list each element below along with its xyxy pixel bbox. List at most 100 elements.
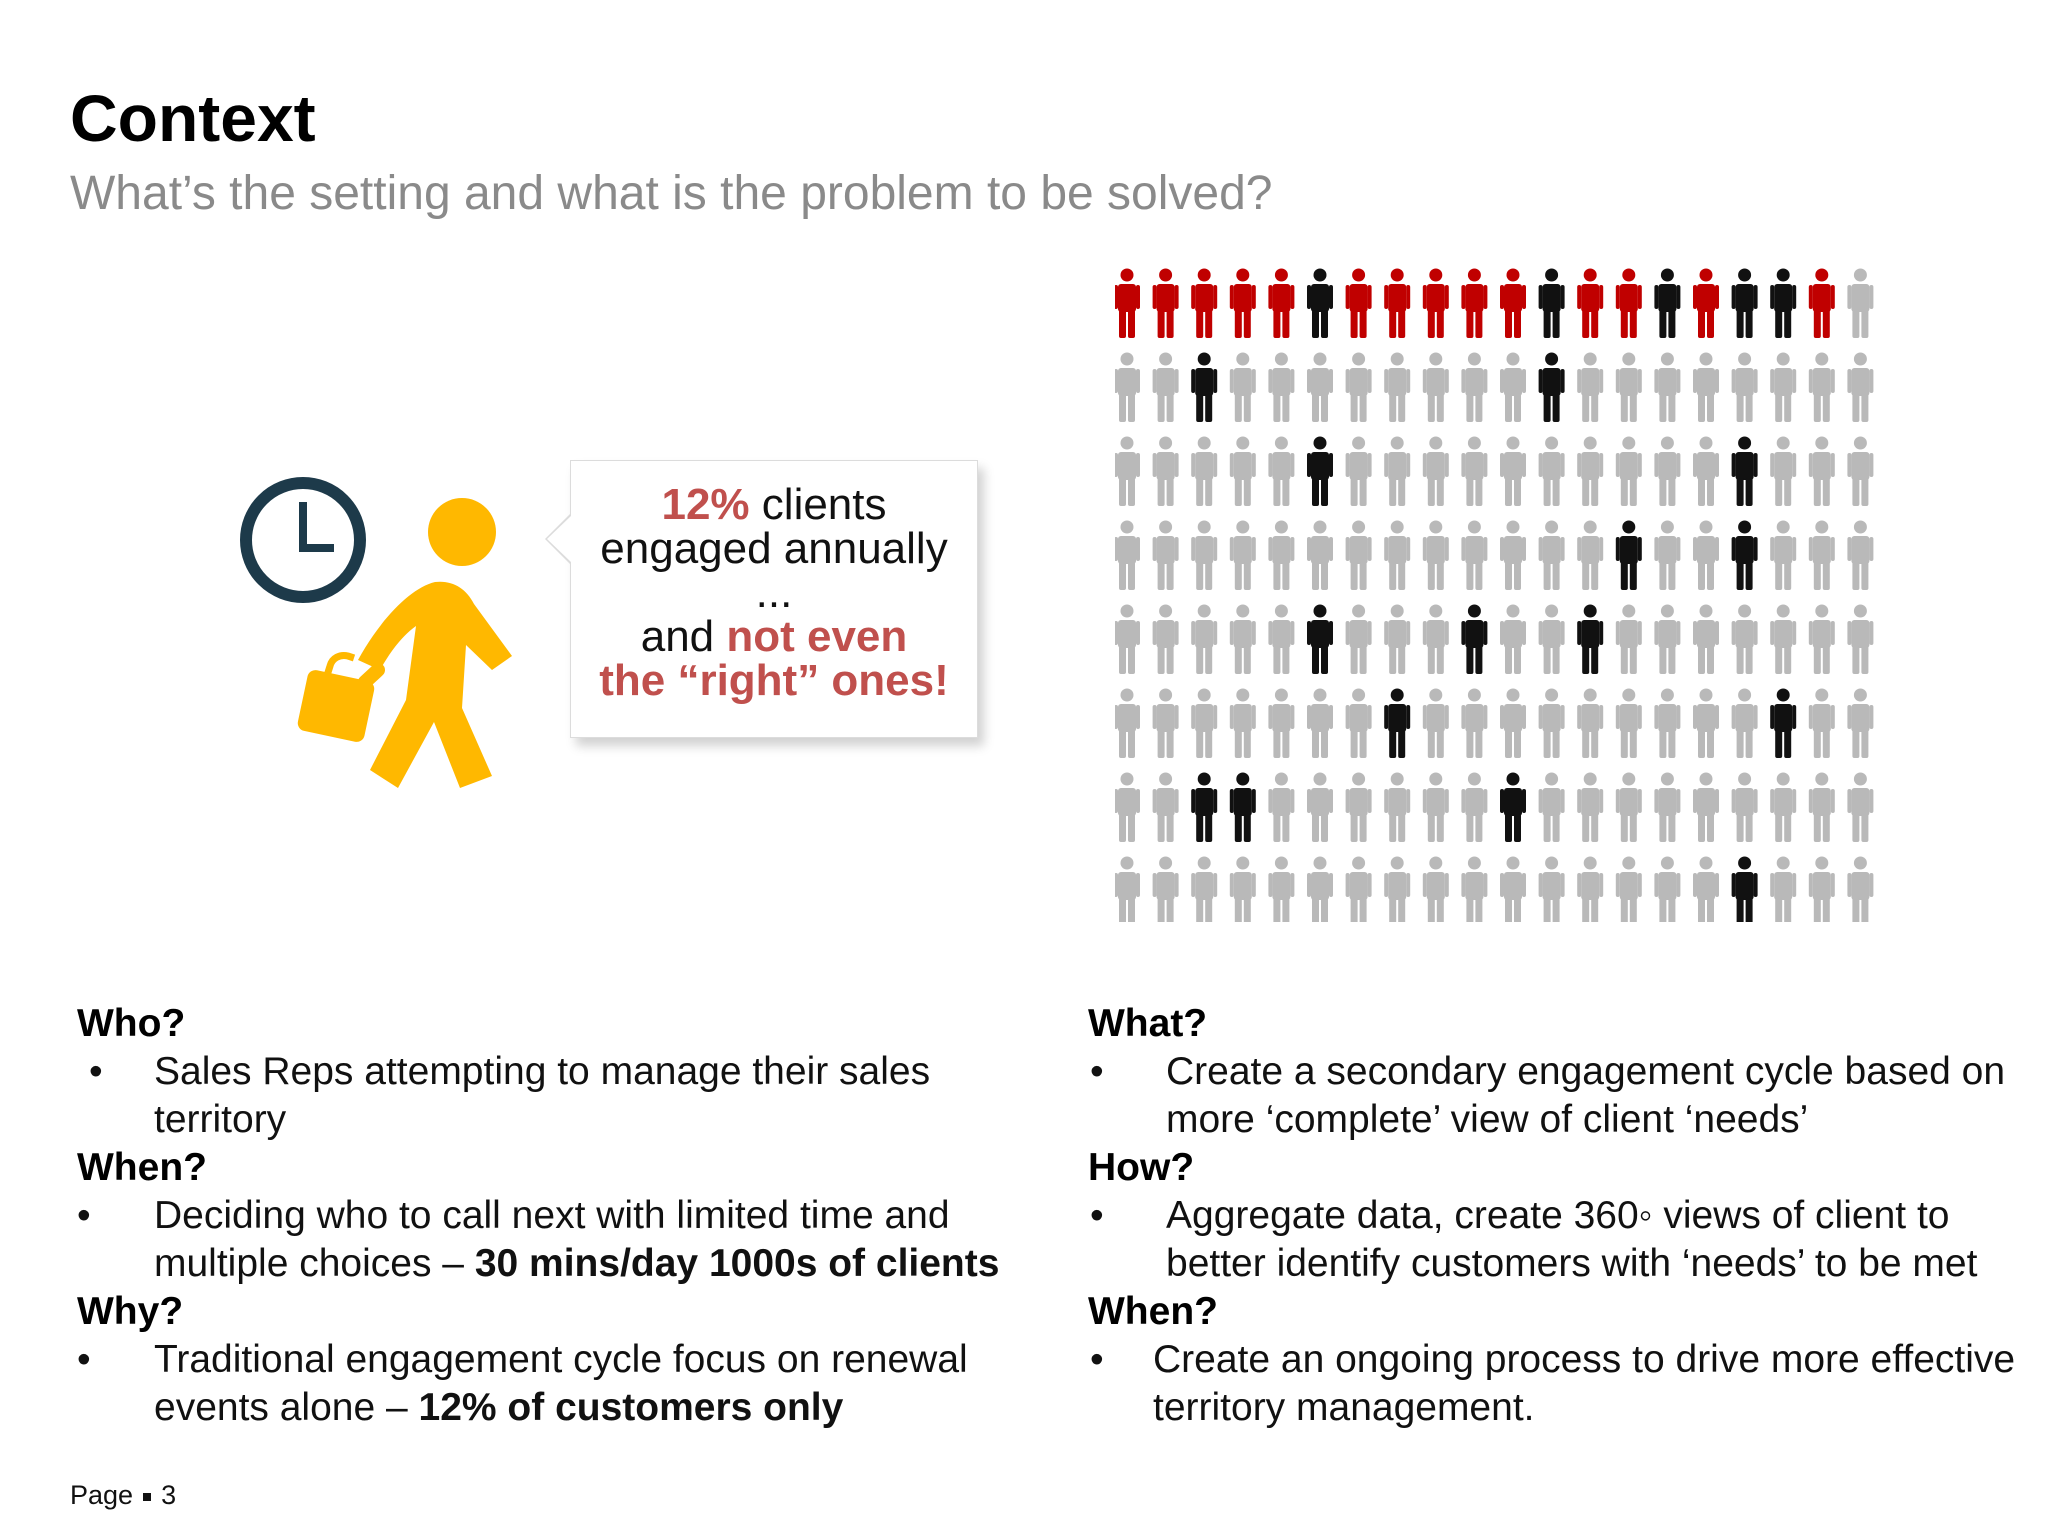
person-figure-icon — [1693, 856, 1719, 922]
person-figure-icon — [1770, 688, 1797, 758]
person-figure-icon — [1345, 352, 1372, 422]
person-figure-icon — [1268, 268, 1295, 338]
callout-percentage: 12% — [661, 480, 750, 529]
person-figure-icon — [1115, 688, 1140, 758]
person-figure-icon — [1229, 688, 1256, 758]
person-figure-icon — [1500, 520, 1526, 590]
page-label: Page — [70, 1480, 134, 1510]
why-text-block: Traditional engagement cycle focus on re… — [154, 1336, 1037, 1432]
person-figure-icon — [1345, 688, 1372, 758]
person-figure-icon — [1268, 772, 1295, 842]
when-right-text: Create an ongoing process to drive more … — [1153, 1338, 2016, 1429]
person-figure-icon — [1307, 604, 1333, 674]
person-figure-icon — [1461, 520, 1488, 590]
when-bullet-item: • Deciding who to call next with limited… — [77, 1192, 1037, 1288]
bullet-icon: • — [1090, 1194, 1104, 1237]
person-figure-icon — [1577, 268, 1604, 338]
person-figure-icon — [1731, 268, 1758, 338]
bullet-icon: • — [1090, 1050, 1104, 1093]
callout-line-3: ... — [755, 568, 793, 617]
person-figure-icon — [1384, 856, 1411, 922]
what-bullet-item: • Create a secondary engagement cycle ba… — [1088, 1048, 2028, 1144]
person-figure-icon — [1847, 772, 1874, 842]
person-figure-icon — [1115, 268, 1140, 338]
person-figure-icon — [1345, 772, 1372, 842]
person-figure-icon — [1422, 352, 1449, 422]
person-figure-icon — [1615, 352, 1642, 422]
when-right-heading: When? — [1088, 1290, 1218, 1333]
person-figure-icon — [1229, 520, 1256, 590]
callout-line-1: 12% clients — [571, 483, 977, 527]
person-figure-icon — [1538, 772, 1565, 842]
person-figure-icon — [1808, 604, 1835, 674]
person-figure-icon — [1152, 688, 1179, 758]
why-bullet-item: • Traditional engagement cycle focus on … — [77, 1336, 1037, 1432]
walking-salesperson-illustration — [240, 477, 512, 788]
person-figure-icon — [1268, 436, 1295, 506]
left-column: Who? • Sales Reps attempting to manage t… — [77, 1000, 1037, 1432]
person-figure-icon — [1422, 856, 1449, 922]
person-figure-icon — [1770, 856, 1797, 922]
person-figure-icon — [1152, 856, 1179, 922]
person-figure-icon — [1808, 268, 1835, 338]
person-figure-icon — [1615, 856, 1642, 922]
people-grid-pictogram — [1115, 268, 1874, 922]
person-figure-icon — [1191, 520, 1218, 590]
who-text: Sales Reps attempting to manage their sa… — [154, 1050, 931, 1141]
person-figure-icon — [1538, 856, 1565, 922]
person-figure-icon — [1693, 268, 1719, 338]
when-text-block: Deciding who to call next with limited t… — [154, 1192, 1037, 1288]
person-figure-icon — [1345, 604, 1372, 674]
person-figure-icon — [1770, 268, 1797, 338]
person-figure-icon — [1615, 772, 1642, 842]
person-figure-icon — [1384, 520, 1411, 590]
bullet-icon: • — [1090, 1338, 1104, 1381]
person-figure-icon — [1345, 268, 1372, 338]
person-figure-icon — [1654, 520, 1681, 590]
person-figure-icon — [1307, 688, 1333, 758]
person-figure-icon — [1152, 772, 1179, 842]
person-figure-icon — [1229, 436, 1256, 506]
person-figure-icon — [1152, 604, 1179, 674]
who-heading: Who? — [77, 1002, 186, 1045]
person-figure-icon — [1693, 688, 1719, 758]
person-figure-icon — [1538, 352, 1565, 422]
person-figure-icon — [1693, 352, 1719, 422]
person-figure-icon — [1152, 268, 1179, 338]
person-figure-icon — [1461, 268, 1488, 338]
when-right-bullet-item: • Create an ongoing process to drive mor… — [1088, 1336, 2028, 1432]
how-heading: How? — [1088, 1146, 1195, 1189]
person-figure-icon — [1268, 688, 1295, 758]
person-figure-icon — [1500, 436, 1526, 506]
person-figure-icon — [1229, 268, 1256, 338]
person-figure-icon — [1808, 436, 1835, 506]
callout-clients: clients — [749, 480, 887, 529]
person-figure-icon — [1268, 604, 1295, 674]
right-column: What? • Create a secondary engagement cy… — [1088, 1000, 2028, 1432]
person-figure-icon — [1808, 520, 1835, 590]
person-figure-icon — [1770, 520, 1797, 590]
person-figure-icon — [1693, 604, 1719, 674]
person-figure-icon — [1500, 604, 1526, 674]
person-figure-icon — [1152, 352, 1179, 422]
person-figure-icon — [1229, 856, 1256, 922]
callout-tail-fill — [547, 515, 572, 563]
person-figure-icon — [1770, 352, 1797, 422]
person-figure-icon — [1229, 772, 1256, 842]
person-figure-icon — [1847, 604, 1874, 674]
person-figure-icon — [1229, 352, 1256, 422]
person-figure-icon — [1500, 268, 1526, 338]
person-figure-icon — [1268, 856, 1295, 922]
person-figure-icon — [1654, 772, 1681, 842]
person-figure-icon — [1615, 688, 1642, 758]
person-figure-icon — [1500, 352, 1526, 422]
person-figure-icon — [1422, 604, 1449, 674]
when-text: Deciding who to call next with limited t… — [154, 1194, 950, 1285]
person-figure-icon — [1693, 772, 1719, 842]
person-figure-icon — [1538, 688, 1565, 758]
person-figure-icon — [1500, 856, 1526, 922]
person-figure-icon — [1847, 436, 1874, 506]
person-figure-icon — [1731, 772, 1758, 842]
person-figure-icon — [1461, 352, 1488, 422]
